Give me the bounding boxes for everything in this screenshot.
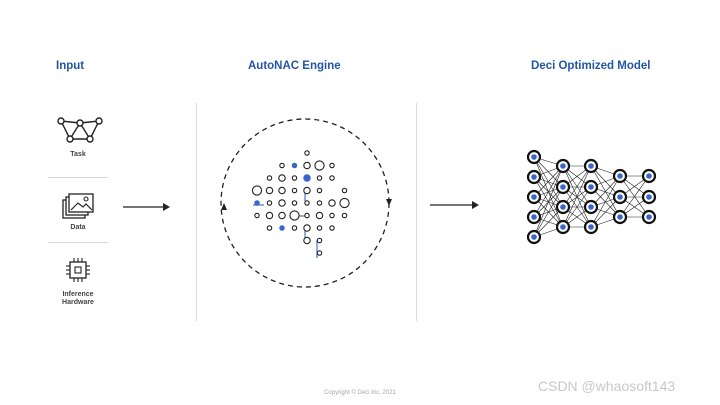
network-node-core — [531, 234, 537, 240]
network-node-core — [646, 214, 652, 220]
cycle-arrowhead-icon — [221, 203, 227, 210]
network-edge — [533, 165, 564, 218]
engine-node — [266, 225, 273, 231]
model-title: Deci Optimized Model — [531, 60, 651, 72]
network-node-core — [560, 163, 566, 169]
image-stack-icon — [62, 193, 94, 219]
engine-node — [291, 187, 298, 194]
network-node-core — [646, 194, 652, 200]
engine-node — [265, 211, 274, 220]
copyright-footer: Copyright © Deci Inc. 2021 — [324, 390, 396, 396]
arrow-right-icon — [123, 203, 170, 211]
engine-node — [303, 224, 311, 232]
engine-node — [329, 212, 335, 219]
optimized-model-network — [526, 149, 657, 245]
network-edge — [562, 165, 592, 208]
engine-node — [316, 237, 323, 244]
network-edge — [562, 186, 592, 228]
engine-node — [291, 200, 298, 206]
cycle-arrowhead-icon — [386, 199, 392, 206]
engine-node — [314, 160, 325, 171]
network-edge — [619, 175, 650, 218]
engine-node — [316, 187, 323, 194]
network-node-core — [617, 194, 623, 200]
hardware-label-line2: Hardware — [62, 299, 94, 306]
engine-node — [315, 211, 324, 220]
network-node-core — [560, 204, 566, 210]
network-node-core — [531, 194, 537, 200]
network-edge — [562, 165, 592, 228]
engine-node — [254, 212, 260, 219]
divider-right — [416, 103, 417, 321]
network-edge — [533, 165, 564, 238]
data-label: Data — [70, 224, 86, 231]
engine-node — [291, 175, 298, 181]
divider-left — [196, 103, 197, 321]
engine-node — [251, 185, 263, 196]
engine-node — [278, 211, 286, 220]
network-node-core — [588, 163, 594, 169]
network-node-core — [560, 184, 566, 190]
network-node-core — [560, 224, 566, 230]
network-node-core — [531, 214, 537, 220]
engine-node — [304, 212, 310, 219]
network-node-core — [617, 173, 623, 179]
engine-node — [341, 187, 348, 194]
autonac-engine-graphic — [220, 118, 392, 288]
engine-node — [341, 212, 348, 219]
engine-node — [291, 225, 298, 231]
arrow-right-icon — [430, 201, 479, 209]
neural-task-icon — [57, 117, 103, 143]
engine-node — [316, 200, 323, 206]
engine-node — [328, 199, 336, 207]
hardware-label-line1: Inference — [62, 291, 94, 298]
engine-node — [266, 175, 273, 181]
engine-node — [316, 250, 323, 256]
engine-node — [278, 186, 286, 195]
engine-node — [316, 175, 323, 181]
engine-node — [266, 200, 273, 206]
engine-node — [303, 161, 311, 170]
engine-node — [278, 174, 286, 182]
task-label: Task — [70, 151, 86, 158]
engine-node-active — [279, 225, 285, 231]
network-node-core — [588, 224, 594, 230]
network-node-core — [531, 154, 537, 160]
network-node-core — [531, 174, 537, 180]
engine-node — [304, 150, 310, 156]
engine-node-active — [254, 200, 260, 206]
engine-node — [329, 175, 335, 181]
engine-node — [339, 197, 350, 209]
engine-node — [304, 200, 310, 206]
input-separator-2 — [48, 242, 108, 243]
network-edge — [533, 186, 564, 238]
network-node-core — [588, 204, 594, 210]
engine-node-active — [291, 162, 298, 169]
csdn-watermark: CSDN @whaosoft143 — [538, 378, 676, 394]
input-title: Input — [56, 60, 85, 72]
engine-node — [303, 236, 311, 245]
engine-node — [279, 162, 285, 169]
engine-node — [265, 186, 274, 195]
engine-node — [329, 225, 335, 231]
engine-title: AutoNAC Engine — [248, 60, 341, 72]
engine-node — [316, 225, 323, 231]
network-node-core — [617, 214, 623, 220]
chip-icon — [66, 258, 90, 282]
input-separator-1 — [48, 177, 108, 178]
network-edge — [590, 175, 621, 228]
engine-node-active — [303, 174, 311, 182]
network-node-core — [646, 173, 652, 179]
engine-node — [278, 199, 286, 207]
network-node-core — [588, 184, 594, 190]
engine-node — [289, 210, 300, 221]
engine-node — [303, 186, 311, 195]
engine-node — [329, 162, 335, 169]
